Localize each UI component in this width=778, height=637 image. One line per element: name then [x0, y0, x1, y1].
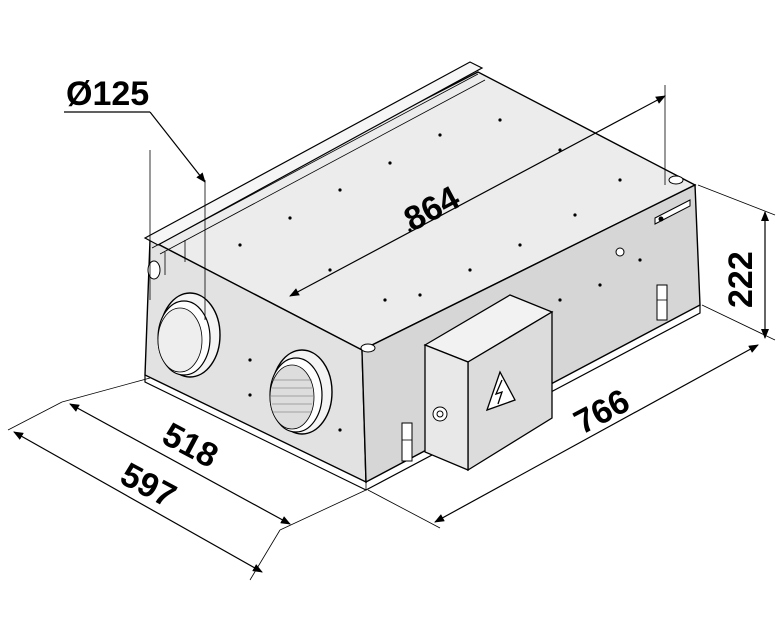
dimension-spigot-diameter: Ø125 [64, 75, 206, 320]
length-bottom-label: 766 [568, 382, 636, 442]
latch-front [401, 422, 413, 462]
latch-right [656, 284, 668, 321]
diameter-label: Ø125 [66, 75, 149, 113]
unit-body [143, 61, 701, 491]
height-label: 222 [722, 251, 760, 308]
dimension-height: 222 [697, 184, 776, 341]
width-outer-label: 597 [114, 456, 182, 516]
width-inner-label: 518 [156, 416, 224, 476]
